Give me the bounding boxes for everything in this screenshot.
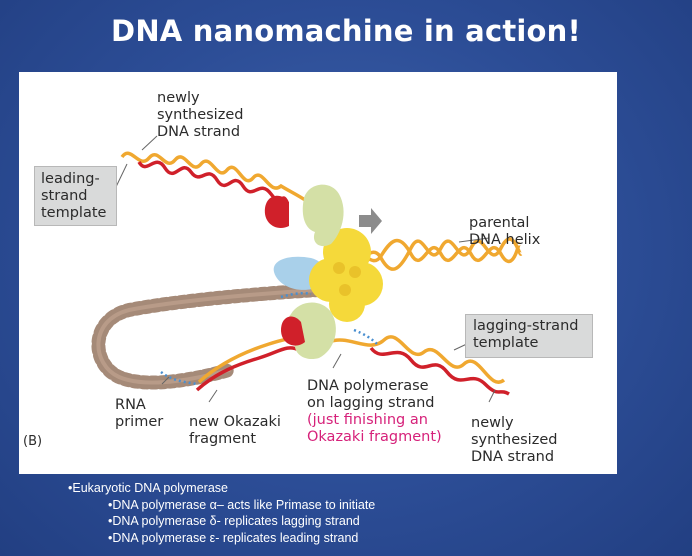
label-new-strand-top: newly synthesized DNA strand	[157, 90, 244, 140]
bullet-list: •Eukaryotic DNA polymerase •DNA polymera…	[68, 480, 375, 546]
label-parental-helix: parental DNA helix	[469, 215, 541, 248]
bullet-item: •DNA polymerase δ- replicates lagging st…	[108, 514, 360, 528]
label-okazaki: new Okazaki fragment	[189, 414, 281, 447]
panel-label: (B)	[23, 434, 43, 449]
bullet-item: •DNA polymerase ε- replicates leading st…	[108, 530, 359, 545]
rna-primer	[160, 371, 198, 386]
direction-arrow-icon	[359, 208, 382, 234]
replication-fork-figure: newly synthesized DNA strand leading- st…	[19, 72, 617, 474]
leading-polymerase	[302, 184, 344, 247]
leading-template-strand	[120, 151, 321, 214]
bullet-main: •Eukaryotic DNA polymerase	[68, 481, 228, 495]
new-leading-strand	[137, 160, 289, 203]
okazaki-fragment-strand	[195, 346, 300, 392]
new-lagging-strand	[369, 346, 510, 396]
label-polymerase-note: (just finishing an Okazaki fragment)	[307, 412, 442, 445]
label-polymerase: DNA polymerase on lagging strand	[307, 378, 435, 411]
lagging-polymerase-clamp	[281, 316, 305, 346]
label-rna-primer: RNA primer	[115, 397, 164, 430]
slide-title: DNA nanomachine in action!	[111, 14, 581, 48]
leading-polymerase-clamp	[264, 195, 289, 228]
lagging-template-label-box	[465, 314, 593, 358]
helicase	[309, 228, 383, 322]
parental-helix-strand-b	[347, 237, 523, 271]
replication-fork-diagram	[91, 135, 523, 403]
bullet-item: •DNA polymerase α– acts like Primase to …	[108, 497, 376, 512]
leading-template-label-box	[34, 166, 117, 226]
label-new-strand-bottom: newly synthesized DNA strand	[471, 415, 558, 465]
label-leading-template: leading- strand template	[41, 171, 107, 221]
label-lagging-template: lagging-strand template	[473, 318, 579, 351]
lagging-template-strand	[197, 335, 506, 384]
